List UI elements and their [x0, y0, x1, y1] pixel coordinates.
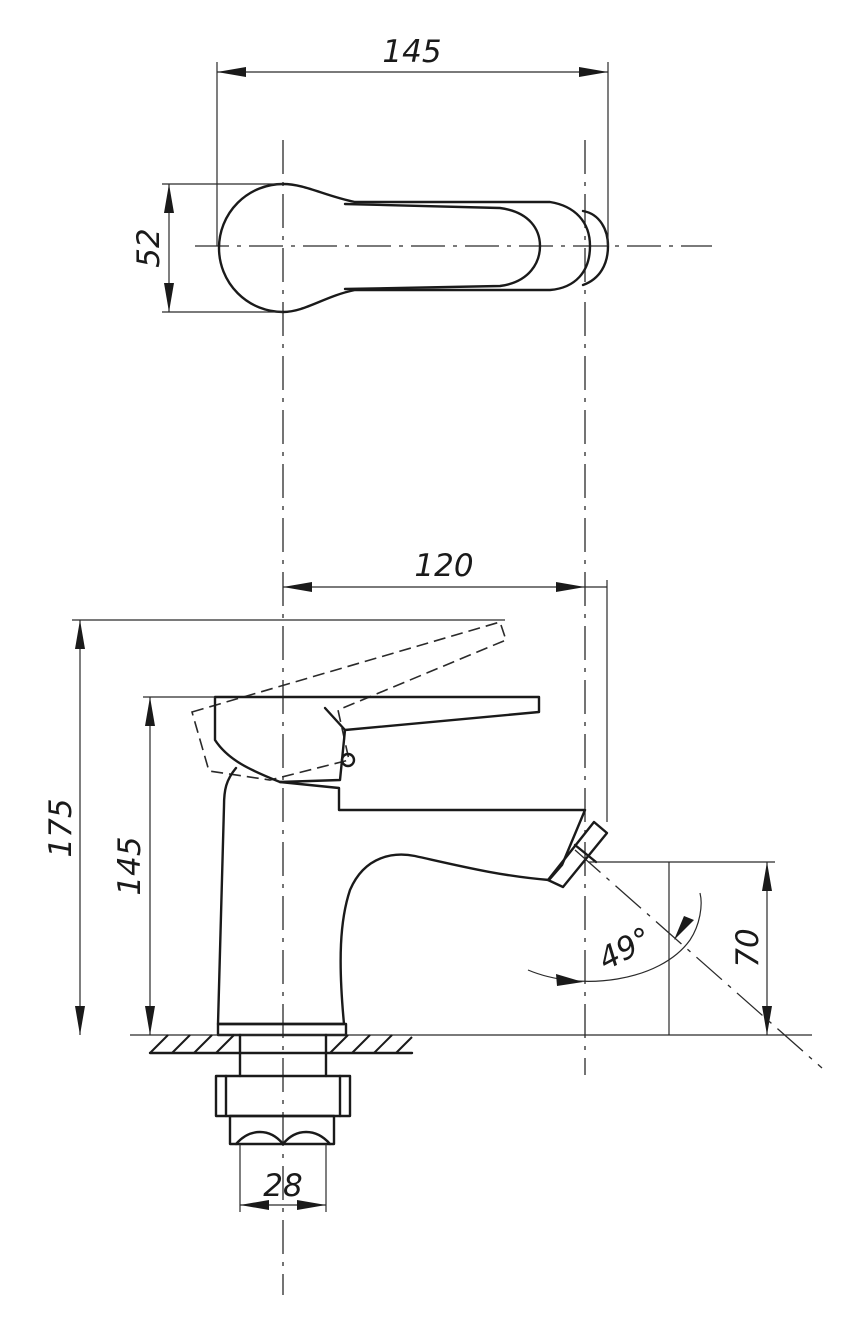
dim-arrow — [75, 620, 85, 649]
mixer-body-outline — [216, 766, 587, 1026]
dim-arrow — [240, 1200, 269, 1210]
aerator-outline — [546, 820, 609, 889]
handle-raised-position — [191, 621, 507, 781]
pivot-pin — [340, 752, 356, 768]
base-plate — [216, 1022, 348, 1037]
dim-arrow — [556, 974, 583, 986]
handle-top-inner-grip — [343, 202, 542, 291]
handle-side-lower-edge — [323, 706, 347, 732]
dim-52-label: 52 — [131, 228, 167, 267]
dim-arrow — [674, 916, 694, 940]
dim-arrow — [579, 67, 608, 77]
thread-crest — [234, 1130, 332, 1146]
thread-tail — [228, 1114, 336, 1146]
angle-label: 49° — [593, 920, 658, 978]
dim-145-label: 145 — [382, 34, 441, 70]
dim-arrow — [283, 582, 312, 592]
spray-axis — [574, 849, 823, 1069]
dim-arrow — [145, 697, 155, 726]
dim-arrow — [145, 1006, 155, 1035]
dim-arrow — [164, 283, 174, 312]
shank-outline — [238, 1033, 328, 1078]
dim-70-label: 70 — [730, 928, 766, 967]
counter-hatching — [149, 1034, 413, 1054]
dim-arrow — [297, 1200, 326, 1210]
dim-120-label: 120 — [414, 548, 473, 584]
dim-arrow — [164, 184, 174, 213]
outlet-cap-top — [581, 209, 610, 287]
dim-28-label: 28 — [263, 1168, 302, 1204]
dim-145h-label: 145 — [112, 836, 148, 895]
handle-top-outline — [217, 182, 592, 314]
dim-175-label: 175 — [43, 798, 79, 857]
dim-arrow — [75, 1006, 85, 1035]
handle-side-outline — [213, 695, 541, 784]
dim-arrow — [556, 582, 585, 592]
dim-arrow — [762, 862, 772, 891]
aerator-ring — [573, 843, 598, 864]
side-view: 120 — [43, 548, 823, 1212]
dim-arrow — [762, 1006, 772, 1035]
top-view: 145 52 — [131, 34, 712, 1295]
dim-arrow — [217, 67, 246, 77]
